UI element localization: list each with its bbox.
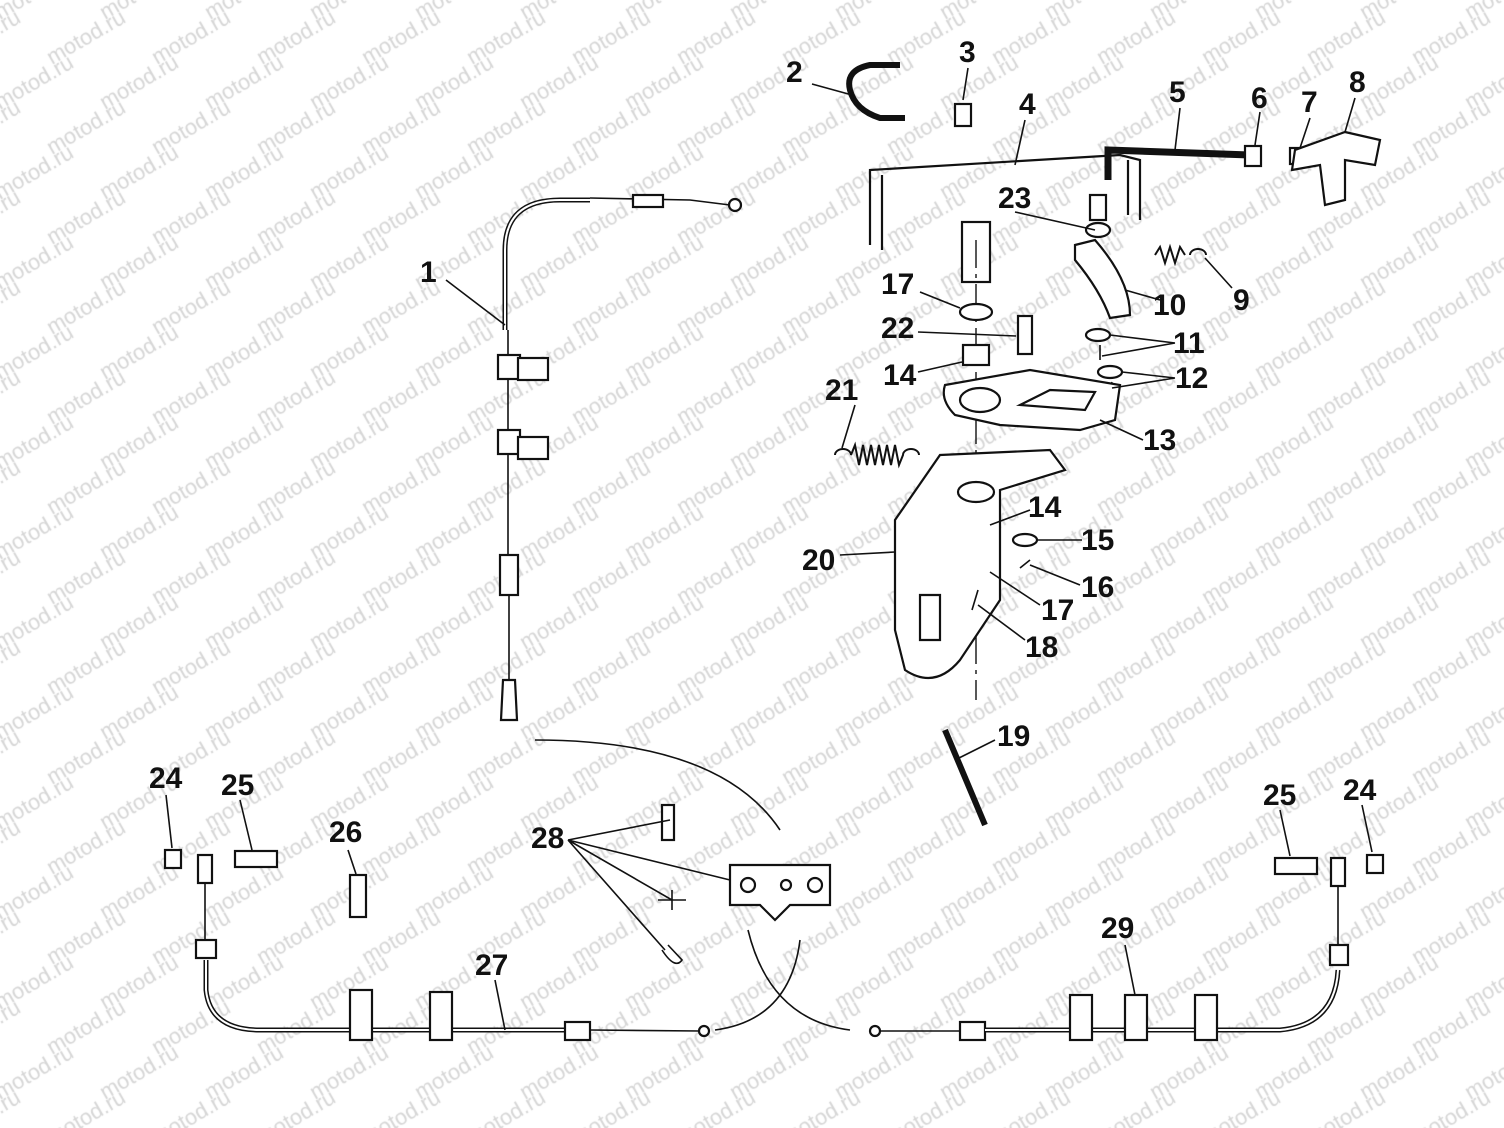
callout-18: 18 [1025, 631, 1058, 664]
callout-5: 5 [1169, 76, 1186, 109]
part-25-bolt-right [1273, 856, 1319, 876]
part-28-bracket [658, 803, 832, 965]
callout-27: 27 [475, 949, 508, 982]
part-29-cable [868, 856, 1350, 1042]
callout-12: 12 [1175, 362, 1208, 395]
part-18-pin [971, 589, 979, 611]
part-24-nut-left [163, 848, 183, 870]
callout-28: 28 [531, 822, 564, 855]
part-9-spring [1154, 243, 1207, 267]
part-16-clip [1019, 559, 1031, 569]
callout-4: 4 [1019, 88, 1036, 121]
part-12-washer [1096, 364, 1124, 380]
callout-14-top: 14 [883, 359, 917, 392]
part-2-u-clip [846, 62, 905, 121]
part-4-bracket [868, 153, 1142, 250]
part-22-pin [1016, 314, 1034, 356]
part-19-rod [942, 728, 988, 827]
callout-25-right: 25 [1263, 779, 1296, 812]
part-25-bolt-left [233, 849, 279, 869]
callout-29: 29 [1101, 912, 1134, 945]
callout-26: 26 [329, 816, 362, 849]
callout-17-top: 17 [881, 268, 914, 301]
callout-20: 20 [802, 544, 835, 577]
part-24-nut-right [1365, 853, 1385, 875]
callout-7: 7 [1301, 86, 1318, 119]
callout-3: 3 [959, 36, 976, 69]
callout-17-bottom: 17 [1041, 594, 1074, 627]
callout-24-right: 24 [1343, 774, 1377, 807]
part-17-washer-top [958, 302, 994, 322]
callout-labels: 1 2 3 4 5 6 7 8 9 10 11 12 13 14 14 15 1… [149, 36, 1377, 982]
callout-25-left: 25 [221, 769, 254, 802]
part-6-spring [1243, 144, 1263, 168]
callout-10: 10 [1153, 289, 1186, 322]
callout-19: 19 [997, 720, 1030, 753]
part-15-washer [1011, 532, 1039, 548]
part-26-bolt [348, 873, 368, 919]
part-27-cable [194, 853, 711, 1042]
callout-8: 8 [1349, 66, 1366, 99]
part-11-washer [1084, 327, 1112, 343]
callout-13: 13 [1143, 424, 1176, 457]
part-21-spring [834, 441, 920, 469]
part-3-nut [953, 102, 973, 128]
part-10-plate [1073, 238, 1132, 320]
part-23-washer [1084, 221, 1112, 239]
callout-2: 2 [786, 56, 803, 89]
callout-1: 1 [420, 256, 437, 289]
callout-15: 15 [1081, 524, 1114, 557]
callout-11: 11 [1173, 327, 1205, 360]
part-1-cable [496, 193, 743, 722]
part-5-rod [1104, 146, 1251, 180]
callout-21: 21 [825, 374, 858, 407]
part-8-handle [1290, 130, 1382, 207]
callout-23: 23 [998, 182, 1031, 215]
leader-lines [165, 67, 1373, 1031]
callout-16: 16 [1081, 571, 1114, 604]
callout-14-bottom: 14 [1028, 491, 1062, 524]
callout-22: 22 [881, 312, 914, 345]
part-14-bushing-top [961, 343, 991, 367]
callout-6: 6 [1251, 82, 1268, 115]
callout-24-left: 24 [149, 762, 183, 795]
callout-9: 9 [1233, 284, 1250, 317]
